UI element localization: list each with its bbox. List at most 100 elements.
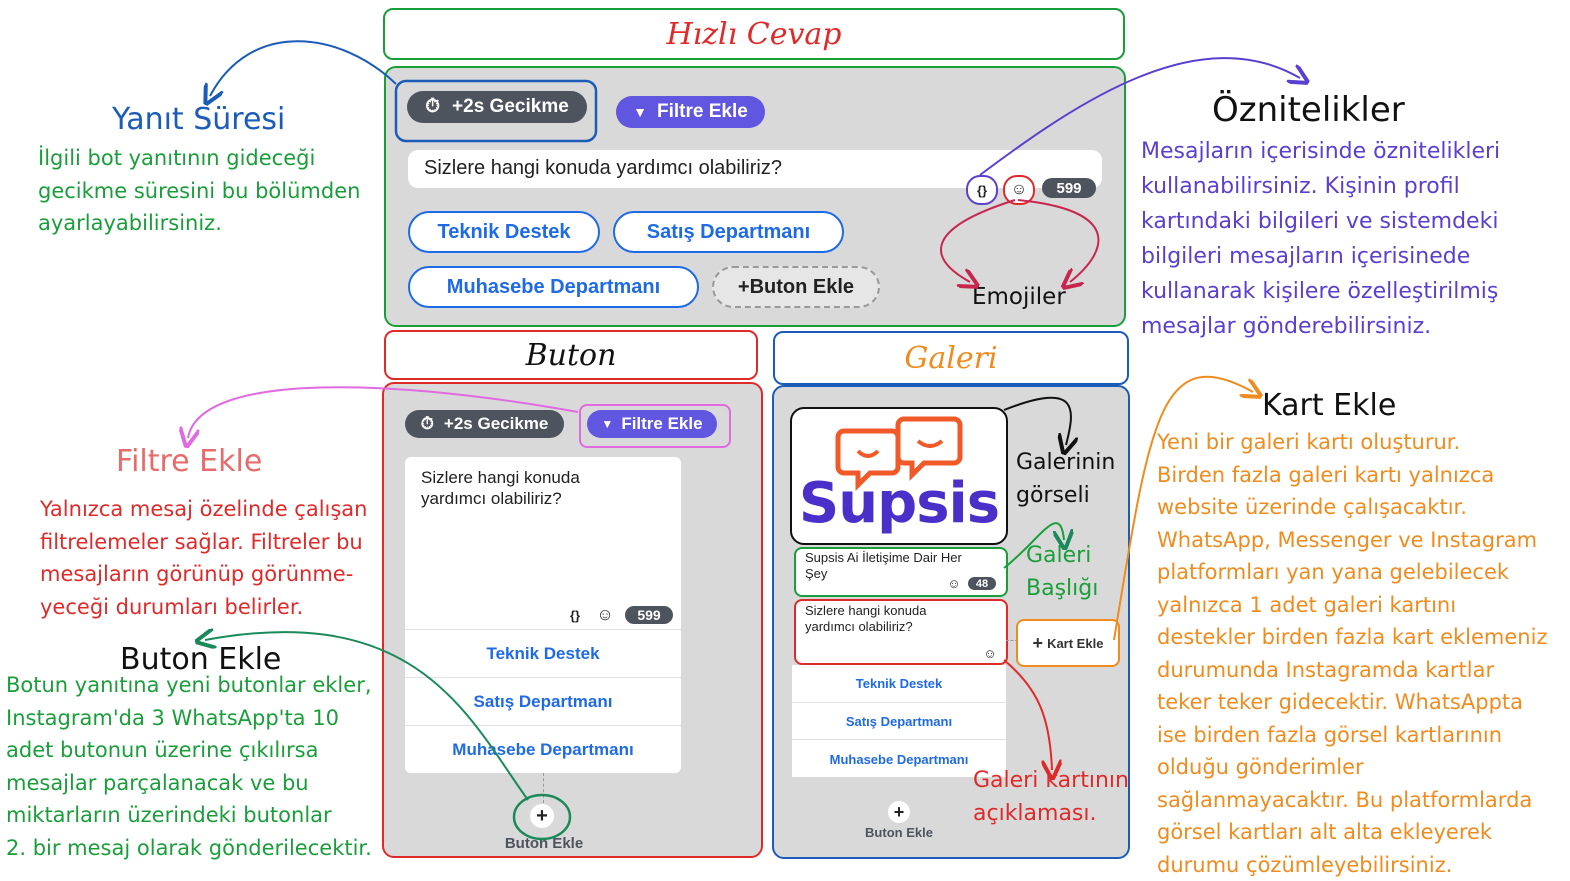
desc-line: Başlığı	[1026, 573, 1098, 606]
message-line: Sizlere hangi konuda	[421, 467, 580, 488]
delay-button[interactable]: ⏱ +2s Gecikme	[405, 410, 564, 438]
stopwatch-icon: ⏱	[421, 414, 434, 434]
desc-line: ayarlayabilirsiniz.	[38, 207, 360, 240]
desc-line: kartındaki bilgileri ve sistemdeki	[1141, 204, 1500, 239]
gallery-desc-field[interactable]: Sizlere hangi konuda yardımcı olabiliriz…	[794, 599, 1008, 665]
gallery-image[interactable]: Supsis	[790, 407, 1008, 545]
desc-line: website üzerinde çalışacaktır.	[1157, 491, 1547, 524]
button-row-teknik[interactable]: Teknik Destek	[405, 629, 681, 678]
desc-line: Yalnızca mesaj özelinde çalışan	[40, 493, 368, 526]
desc-line: kullanabilirsiniz. Kişinin profil	[1141, 169, 1500, 204]
filter-highlight	[579, 404, 731, 448]
desc-line: yeceği durumları belirler.	[40, 591, 368, 624]
annotation-emojiler: Emojiler	[972, 284, 1066, 310]
braces-icon[interactable]: {}	[966, 175, 998, 205]
annotation-kart-ekle-text: Yeni bir galeri kartı oluşturur. Birden …	[1157, 426, 1547, 881]
filter-label: Filtre Ekle	[657, 101, 748, 123]
delay-label: +2s Gecikme	[452, 96, 569, 118]
annotation-galeri-aciklama: Galeri kartının açıklaması.	[973, 765, 1129, 830]
quick-button-muhasebe[interactable]: Muhasebe Departmanı	[408, 266, 699, 308]
button-row-satis[interactable]: Satış Departmanı	[405, 677, 681, 726]
desc-line: WhatsApp, Messenger ve Instagram	[1157, 524, 1547, 557]
emoji-icon[interactable]: ☺	[946, 575, 962, 591]
desc-line: sağlanmayacaktır. Bu platformlarda	[1157, 784, 1547, 817]
desc-line: adet butonun üzerine çıkılırsa	[6, 734, 372, 767]
desc-line: olduğu gönderimler	[1157, 751, 1547, 784]
desc-line: miktarların üzerindeki butonlar	[6, 799, 372, 832]
title-hizli-cevap: Hızlı Cevap	[383, 8, 1125, 60]
gallery-desc-line: yardımcı olabiliriz?	[805, 619, 926, 635]
gallery-desc-text: Sizlere hangi konuda yardımcı olabiliriz…	[805, 603, 926, 635]
desc-line: 2. bir mesaj olarak gönderilecektir.	[6, 832, 372, 865]
button-row-muhasebe[interactable]: Muhasebe Departmanı	[405, 725, 681, 773]
brand-logo: Supsis	[792, 471, 1006, 536]
quick-button-teknik-destek[interactable]: Teknik Destek	[408, 211, 600, 253]
annotation-oznitelikler-heading: Öznitelikler	[1212, 90, 1405, 130]
braces-icon[interactable]: {}	[565, 605, 585, 625]
annotation-filtre-ekle-heading: Filtre Ekle	[116, 444, 262, 479]
gallery-buttons: Teknik Destek Satış Departmanı Muhasebe …	[792, 665, 1006, 777]
message-text: Sizlere hangi konuda yardımcı olabiliriz…	[424, 157, 782, 180]
title-counter: 48	[968, 577, 996, 590]
plus-icon[interactable]: +	[530, 804, 554, 828]
delay-button[interactable]: ⏱ +2s Gecikme	[407, 91, 587, 123]
desc-line: mesajların görünüp görünme-	[40, 558, 368, 591]
gallery-button-satis[interactable]: Satış Departmanı	[792, 702, 1006, 740]
char-counter: 599	[1042, 178, 1096, 198]
desc-line: Galerinin	[1016, 447, 1115, 480]
desc-line: platformları yan yana gelebilecek	[1157, 556, 1547, 589]
button-panel: ⏱ +2s Gecikme ▼ Filtre Ekle Sizlere hang…	[382, 382, 763, 858]
desc-line: Galeri	[1026, 540, 1098, 573]
gallery-button-teknik[interactable]: Teknik Destek	[792, 665, 1006, 702]
desc-line: Botun yanıtına yeni butonlar ekler,	[6, 669, 372, 702]
title-galeri-text: Galeri	[904, 341, 997, 376]
add-card-button[interactable]: + Kart Ekle	[1016, 619, 1120, 667]
gallery-title-line: Şey	[805, 566, 962, 582]
plus-icon: +	[1033, 633, 1044, 654]
add-card-label: Kart Ekle	[1047, 636, 1103, 651]
title-buton: Buton	[384, 330, 758, 380]
message-input[interactable]: Sizlere hangi konuda yardımcı olabiliriz…	[408, 150, 1102, 188]
delay-label: +2s Gecikme	[444, 414, 548, 434]
message-line: yardımcı olabiliriz?	[421, 488, 580, 509]
annotation-filtre-ekle-text: Yalnızca mesaj özelinde çalışan filtrele…	[40, 493, 368, 623]
title-galeri: Galeri	[773, 331, 1129, 385]
emoji-icon[interactable]: ☺	[1003, 175, 1035, 205]
desc-line: filtrelemeler sağlar. Filtreler bu	[40, 526, 368, 559]
add-button-label[interactable]: Buton Ekle	[839, 825, 959, 840]
gallery-title-field[interactable]: Supsis Ai İletişime Dair Her Şey ☺ 48	[794, 547, 1008, 597]
filter-button[interactable]: ▼ Filtre Ekle	[616, 96, 765, 128]
message-text[interactable]: Sizlere hangi konuda yardımcı olabiliriz…	[421, 467, 580, 509]
annotation-buton-ekle-text: Botun yanıtına yeni butonlar ekler, Inst…	[6, 669, 372, 864]
desc-line: destekler birden fazla kart eklemeniz	[1157, 621, 1547, 654]
annotation-yanit-suresi-text: İlgili bot yanıtının gideceği gecikme sü…	[38, 142, 360, 240]
emoji-icon[interactable]: ☺	[595, 605, 615, 625]
desc-line: durumu çözümleyebilirsiniz.	[1157, 849, 1547, 881]
plus-icon[interactable]: +	[888, 801, 910, 823]
button-card: Sizlere hangi konuda yardımcı olabiliriz…	[405, 457, 681, 773]
desc-line: açıklaması.	[973, 798, 1129, 831]
desc-line: yalnızca 1 adet galeri kartını	[1157, 589, 1547, 622]
desc-line: kullanarak kişilere özelleştirilmiş	[1141, 274, 1500, 309]
add-button-label[interactable]: Buton Ekle	[484, 835, 604, 852]
desc-line: Yeni bir galeri kartı oluşturur.	[1157, 426, 1547, 459]
desc-line: mesajlar parçalanacak ve bu	[6, 767, 372, 800]
quick-button-satis[interactable]: Satış Departmanı	[613, 211, 844, 253]
desc-line: Galeri kartının	[973, 765, 1129, 798]
desc-line: ise birden fazla görsel kartlarının	[1157, 719, 1547, 752]
add-button[interactable]: +Buton Ekle	[712, 266, 880, 308]
title-buton-text: Buton	[526, 338, 617, 373]
annotation-galerinin-gorseli: Galerinin görseli	[1016, 447, 1115, 512]
filter-icon: ▼	[633, 104, 647, 120]
title-hizli-cevap-text: Hızlı Cevap	[666, 17, 841, 52]
connector-line	[543, 773, 544, 803]
desc-line: teker teker gidecektir. WhatsAppta	[1157, 686, 1547, 719]
gallery-title-line: Supsis Ai İletişime Dair Her	[805, 550, 962, 566]
desc-line: durumunda Instagramda kartlar	[1157, 654, 1547, 687]
annotation-galeri-basligi: Galeri Başlığı	[1026, 540, 1098, 605]
emoji-icon[interactable]: ☺	[982, 645, 998, 661]
desc-line: gecikme süresini bu bölümden	[38, 175, 360, 208]
gallery-desc-line: Sizlere hangi konuda	[805, 603, 926, 619]
gallery-title-text: Supsis Ai İletişime Dair Her Şey	[805, 550, 962, 582]
desc-line: görsel kartları alt alta ekleyerek	[1157, 816, 1547, 849]
